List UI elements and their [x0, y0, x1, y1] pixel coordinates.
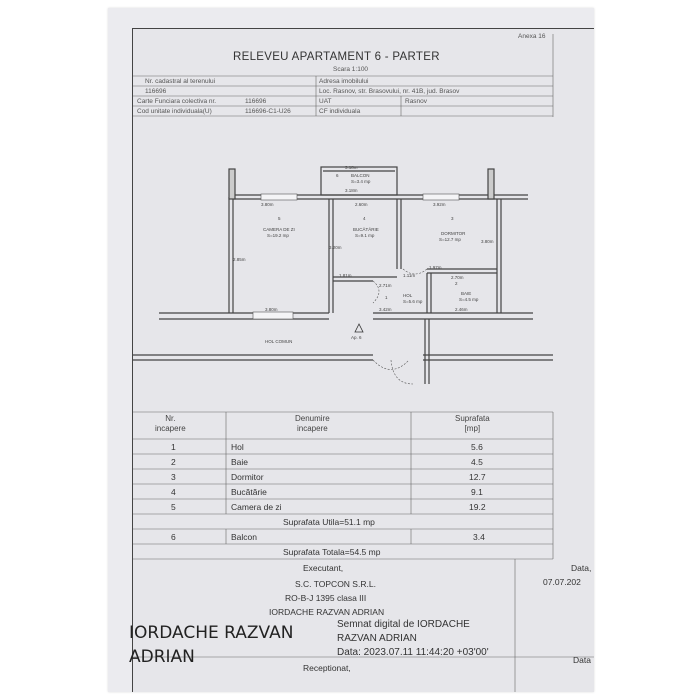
balcony-row-name: Balcon — [231, 532, 257, 542]
room-6-num: 6 — [336, 173, 339, 178]
room-row-nr: 1 — [171, 442, 176, 452]
date-value: 07.07.202 — [543, 577, 581, 587]
date-label-2: Data — [573, 655, 591, 665]
dim-label: 2.70m — [451, 275, 464, 280]
signature-name-line-1: IORDACHE RAZVAN — [129, 623, 294, 643]
info-label-unit: Cod unitate individuala(U) — [137, 108, 212, 115]
room-3-num: 3 — [451, 216, 454, 221]
info-value-cf: 116696 — [245, 98, 267, 105]
dim-label: 1.97m — [429, 265, 442, 270]
total-area: Suprafata Totala=54.5 mp — [283, 547, 381, 557]
surveyor-name: IORDACHE RAZVAN ADRIAN — [269, 607, 385, 617]
page-title: RELEVEU APARTAMENT 6 - PARTER — [233, 51, 440, 63]
dim-label: 2.71m — [379, 283, 392, 288]
info-value-address: Loc. Rasnov, str. Brasovului, nr. 41B, j… — [319, 88, 460, 95]
info-value-cadastral: 116696 — [145, 88, 167, 95]
date-label: Data, — [571, 563, 592, 573]
dim-label: 3.80m — [265, 307, 278, 312]
room-4-area: S=9.1 mp — [355, 233, 375, 238]
room-1-name: HOL — [403, 293, 413, 298]
dim-label: 2.60m — [355, 202, 368, 207]
annex-label: Anexa 16 — [518, 33, 546, 40]
room-row-area: 4.5 — [471, 457, 483, 467]
room-row-area: 5.6 — [471, 442, 483, 452]
col-header-area: Suprafata [mp] — [455, 414, 490, 433]
info-label-cadastral: Nr. cadastral al terenului — [145, 78, 216, 85]
room-6-name: BALCON — [351, 173, 370, 178]
room-2-name: BAIE — [461, 291, 472, 296]
room-row-nr: 4 — [171, 487, 176, 497]
room-row-area: 19.2 — [469, 502, 486, 512]
executant-label: Executant, — [303, 563, 344, 573]
col-header-nr: Nr. incapere — [155, 414, 186, 433]
info-label-uat: UAT — [319, 98, 332, 105]
dim-label: 1.11m — [403, 273, 416, 278]
room-6-area: S=3.4 mp — [351, 179, 371, 184]
room-row-name: Hol — [231, 442, 244, 452]
room-row-name: Camera de zi — [231, 502, 282, 512]
digital-signature-line-1: Semnat digital de IORDACHE — [337, 619, 470, 630]
dim-label: 3.18m — [345, 165, 358, 170]
drawing-lines — [133, 34, 594, 692]
room-row-area: 12.7 — [469, 472, 486, 482]
room-3-name: DORMITOR — [441, 231, 466, 236]
scale-label: Scara 1:100 — [333, 66, 369, 73]
entrance-label: Ap. 6 — [351, 335, 362, 340]
survey-sheet: Anexa 16 RELEVEU APARTAMENT 6 - PARTER S… — [129, 28, 594, 692]
room-row-name: Bucătărie — [231, 487, 267, 497]
dim-label: 3.80m — [481, 239, 494, 244]
receptionat-label: Receptionat, — [303, 663, 351, 673]
info-value-uat: Rasnov — [405, 98, 428, 105]
company-registration: RO-B-J 1395 clasa III — [285, 593, 367, 603]
room-1-num: 1 — [385, 295, 388, 300]
document-photo: Anexa 16 RELEVEU APARTAMENT 6 - PARTER S… — [108, 8, 594, 692]
dim-label: 3.20m — [329, 245, 342, 250]
dim-label: 2.46m — [455, 307, 468, 312]
room-5-area: S=19.2 mp — [267, 233, 289, 238]
room-row-name: Baie — [231, 457, 249, 467]
dim-label: 3.92m — [433, 202, 446, 207]
company-name: S.C. TOPCON S.R.L. — [295, 579, 376, 589]
balcony-row-nr: 6 — [171, 532, 176, 542]
digital-signature-date: Data: 2023.07.11 11:44:20 +03'00' — [337, 647, 489, 658]
room-1-area: S=5.6 mp — [403, 299, 423, 304]
balcony-row-area: 3.4 — [473, 532, 485, 542]
col-header-name: Denumire incapere — [295, 414, 330, 433]
info-label-address: Adresa imobilului — [319, 78, 369, 85]
room-row-nr: 5 — [171, 502, 176, 512]
room-row-name: Dormitor — [231, 472, 264, 482]
room-5-name: CAMERA DE ZI — [263, 227, 295, 232]
useful-area-total: Suprafata Utila=51.1 mp — [283, 517, 375, 527]
dim-label: 1.81m — [339, 273, 352, 278]
room-row-nr: 3 — [171, 472, 176, 482]
room-2-area: S=4.5 mp — [459, 297, 479, 302]
room-row-area: 9.1 — [471, 487, 483, 497]
dim-label: 2.85m — [233, 257, 246, 262]
info-label-cf: Carte Funciara colectiva nr. — [137, 98, 217, 105]
signature-name-line-2: ADRIAN — [129, 647, 195, 667]
room-2-num: 2 — [455, 281, 458, 286]
info-value-unit: 116696-C1-U26 — [245, 108, 291, 115]
digital-signature-line-2: RAZVAN ADRIAN — [337, 633, 417, 644]
dim-label: 3.42m — [379, 307, 392, 312]
room-3-area: S=12.7 mp — [439, 237, 461, 242]
room-row-nr: 2 — [171, 457, 176, 467]
room-4-name: BUCĂTĂRIE — [353, 227, 379, 232]
dim-label: 3.80m — [261, 202, 274, 207]
room-5-num: 5 — [278, 216, 281, 221]
info-label-cf-ind: CF individuala — [319, 108, 361, 115]
dim-label: 3.18m — [345, 188, 358, 193]
hol-comun-label: HOL COMUN — [265, 339, 293, 344]
room-4-num: 4 — [363, 216, 366, 221]
